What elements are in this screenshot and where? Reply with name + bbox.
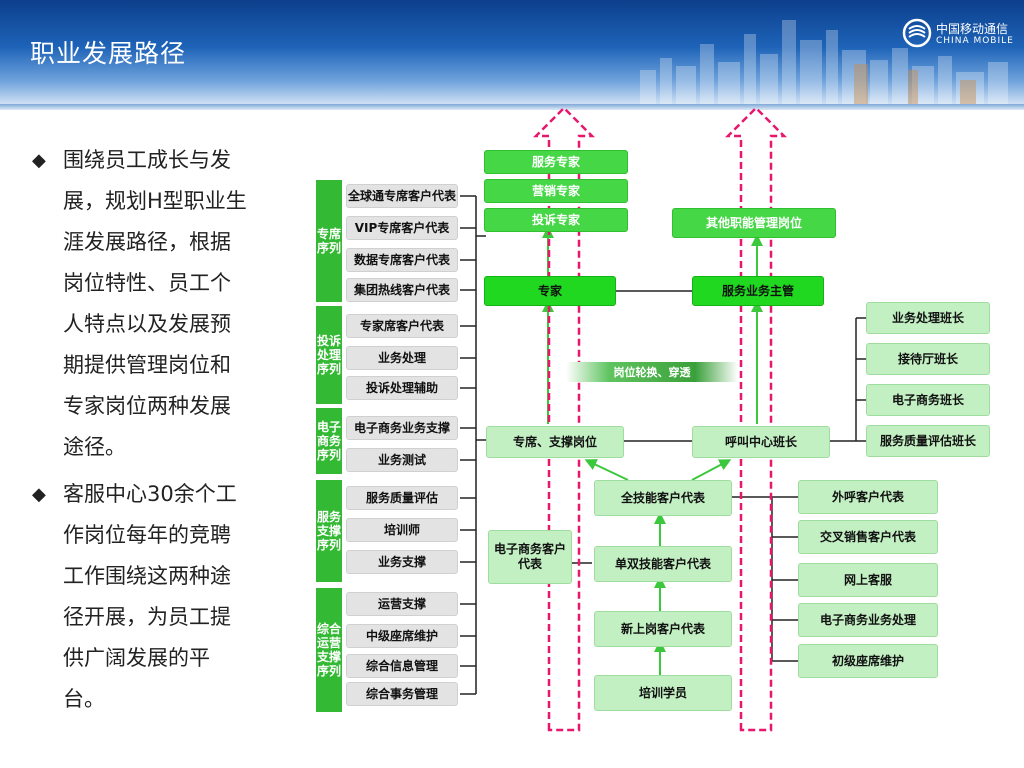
expert-role: 营销专家: [484, 179, 628, 203]
sequence-role: 综合信息管理: [346, 654, 458, 678]
diamond-bullet-icon: ◆: [32, 484, 46, 505]
bullet-line: 专家岗位两种发展: [63, 394, 231, 418]
expert-node: 专家: [484, 276, 616, 306]
support-post-node: 专席、支撑岗位: [486, 426, 624, 458]
sequence-role: 集团热线客户代表: [346, 278, 458, 302]
logo-text-cn: 中国移动通信: [936, 22, 1009, 36]
ladder-role: 全技能客户代表: [594, 480, 732, 516]
slide-title: 职业发展路径: [30, 39, 187, 68]
sequence-role: VIP专席客户代表: [346, 216, 458, 240]
team-leader-node: 呼叫中心班长: [692, 426, 830, 458]
bullet-line: 涯发展路径，根据: [63, 230, 231, 254]
sequence-label: 电子商务序列: [316, 408, 342, 474]
bullet-line: 人特点以及发展预: [63, 312, 231, 336]
team-leader-role: 电子商务班长: [866, 384, 990, 416]
frontline-role: 交叉销售客户代表: [798, 520, 938, 554]
frontline-role: 初级座席维护: [798, 644, 938, 678]
sequence-role: 数据专席客户代表: [346, 248, 458, 272]
sequence-role: 投诉处理辅助: [346, 376, 458, 400]
sequence-role: 全球通专席客户代表: [346, 184, 458, 208]
team-leader-role: 业务处理班长: [866, 302, 990, 334]
sequence-role: 服务质量评估: [346, 486, 458, 510]
bullet-line: 作岗位每年的竞聘: [63, 523, 231, 547]
bullet-line: 台。: [63, 687, 105, 711]
bullet-line: 岗位特性、员工个: [63, 271, 231, 295]
bullet-line: 供广阔发展的平: [63, 646, 210, 670]
bullet-line: 途径。: [63, 435, 126, 459]
h-path-arrows: [532, 106, 788, 732]
city-skyline-image: [640, 20, 1008, 104]
bullet-line: 客服中心30余个工: [63, 482, 237, 506]
sequence-role: 业务测试: [346, 448, 458, 472]
bullet-item: ◆ 客服中心30余个工 作岗位每年的竞聘 工作围绕这两种途 径开展，为员工提 供…: [30, 474, 292, 720]
sequence-label: 投诉处理序列: [316, 306, 342, 404]
diamond-bullet-icon: ◆: [32, 150, 46, 171]
team-leader-role: 接待厅班长: [866, 343, 990, 375]
connector-lines: [460, 195, 866, 695]
bullet-line: 工作围绕这两种途: [63, 564, 231, 588]
sequence-role: 综合事务管理: [346, 682, 458, 706]
sequence-role: 业务处理: [346, 346, 458, 370]
bullet-line: 展，规划H型职业生: [63, 189, 247, 213]
ladder-role: 培训学员: [594, 675, 732, 711]
bullet-line: 围绕员工成长与发: [63, 148, 231, 172]
frontline-role: 网上客服: [798, 563, 938, 597]
sequence-label: 服务支撑序列: [316, 480, 342, 582]
sequence-role: 中级座席维护: [346, 624, 458, 648]
logo-text-en: CHINA MOBILE: [936, 36, 1014, 46]
frontline-role: 电子商务业务处理: [798, 603, 938, 637]
expert-role: 投诉专家: [484, 208, 628, 232]
sequence-role: 运营支撑: [346, 592, 458, 616]
slide-header: 职业发展路径 中国移动通信 CHINA MOBILE: [0, 0, 1024, 104]
bullet-line: 期提供管理岗位和: [63, 353, 231, 377]
china-mobile-logo-icon: [902, 18, 932, 48]
ladder-role: 单双技能客户代表: [594, 546, 732, 582]
supervisor-node: 服务业务主管: [692, 276, 824, 306]
sequence-role: 培训师: [346, 518, 458, 542]
sequence-role: 专家席客户代表: [346, 314, 458, 338]
bullet-item: ◆ 围绕员工成长与发 展，规划H型职业生 涯发展路径，根据 岗位特性、员工个 人…: [30, 140, 292, 468]
bullet-list: ◆ 围绕员工成长与发 展，规划H型职业生 涯发展路径，根据 岗位特性、员工个 人…: [30, 140, 292, 720]
frontline-role: 外呼客户代表: [798, 480, 938, 514]
ecommerce-rep-node: 电子商务客户代表: [488, 530, 572, 584]
sequence-role: 电子商务业务支撑: [346, 416, 458, 440]
expert-role: 服务专家: [484, 150, 628, 174]
sequence-role: 业务支撑: [346, 550, 458, 574]
bullet-line: 径开展，为员工提: [63, 605, 231, 629]
ladder-role: 新上岗客户代表: [594, 611, 732, 647]
management-node: 其他职能管理岗位: [672, 208, 836, 238]
sequence-label: 综合运营支撑序列: [316, 588, 342, 712]
rotation-banner: 岗位轮换、穿透: [566, 362, 738, 382]
header-divider: [0, 104, 1024, 110]
sequence-label: 专席序列: [316, 180, 342, 302]
team-leader-role: 服务质量评估班长: [866, 425, 990, 457]
